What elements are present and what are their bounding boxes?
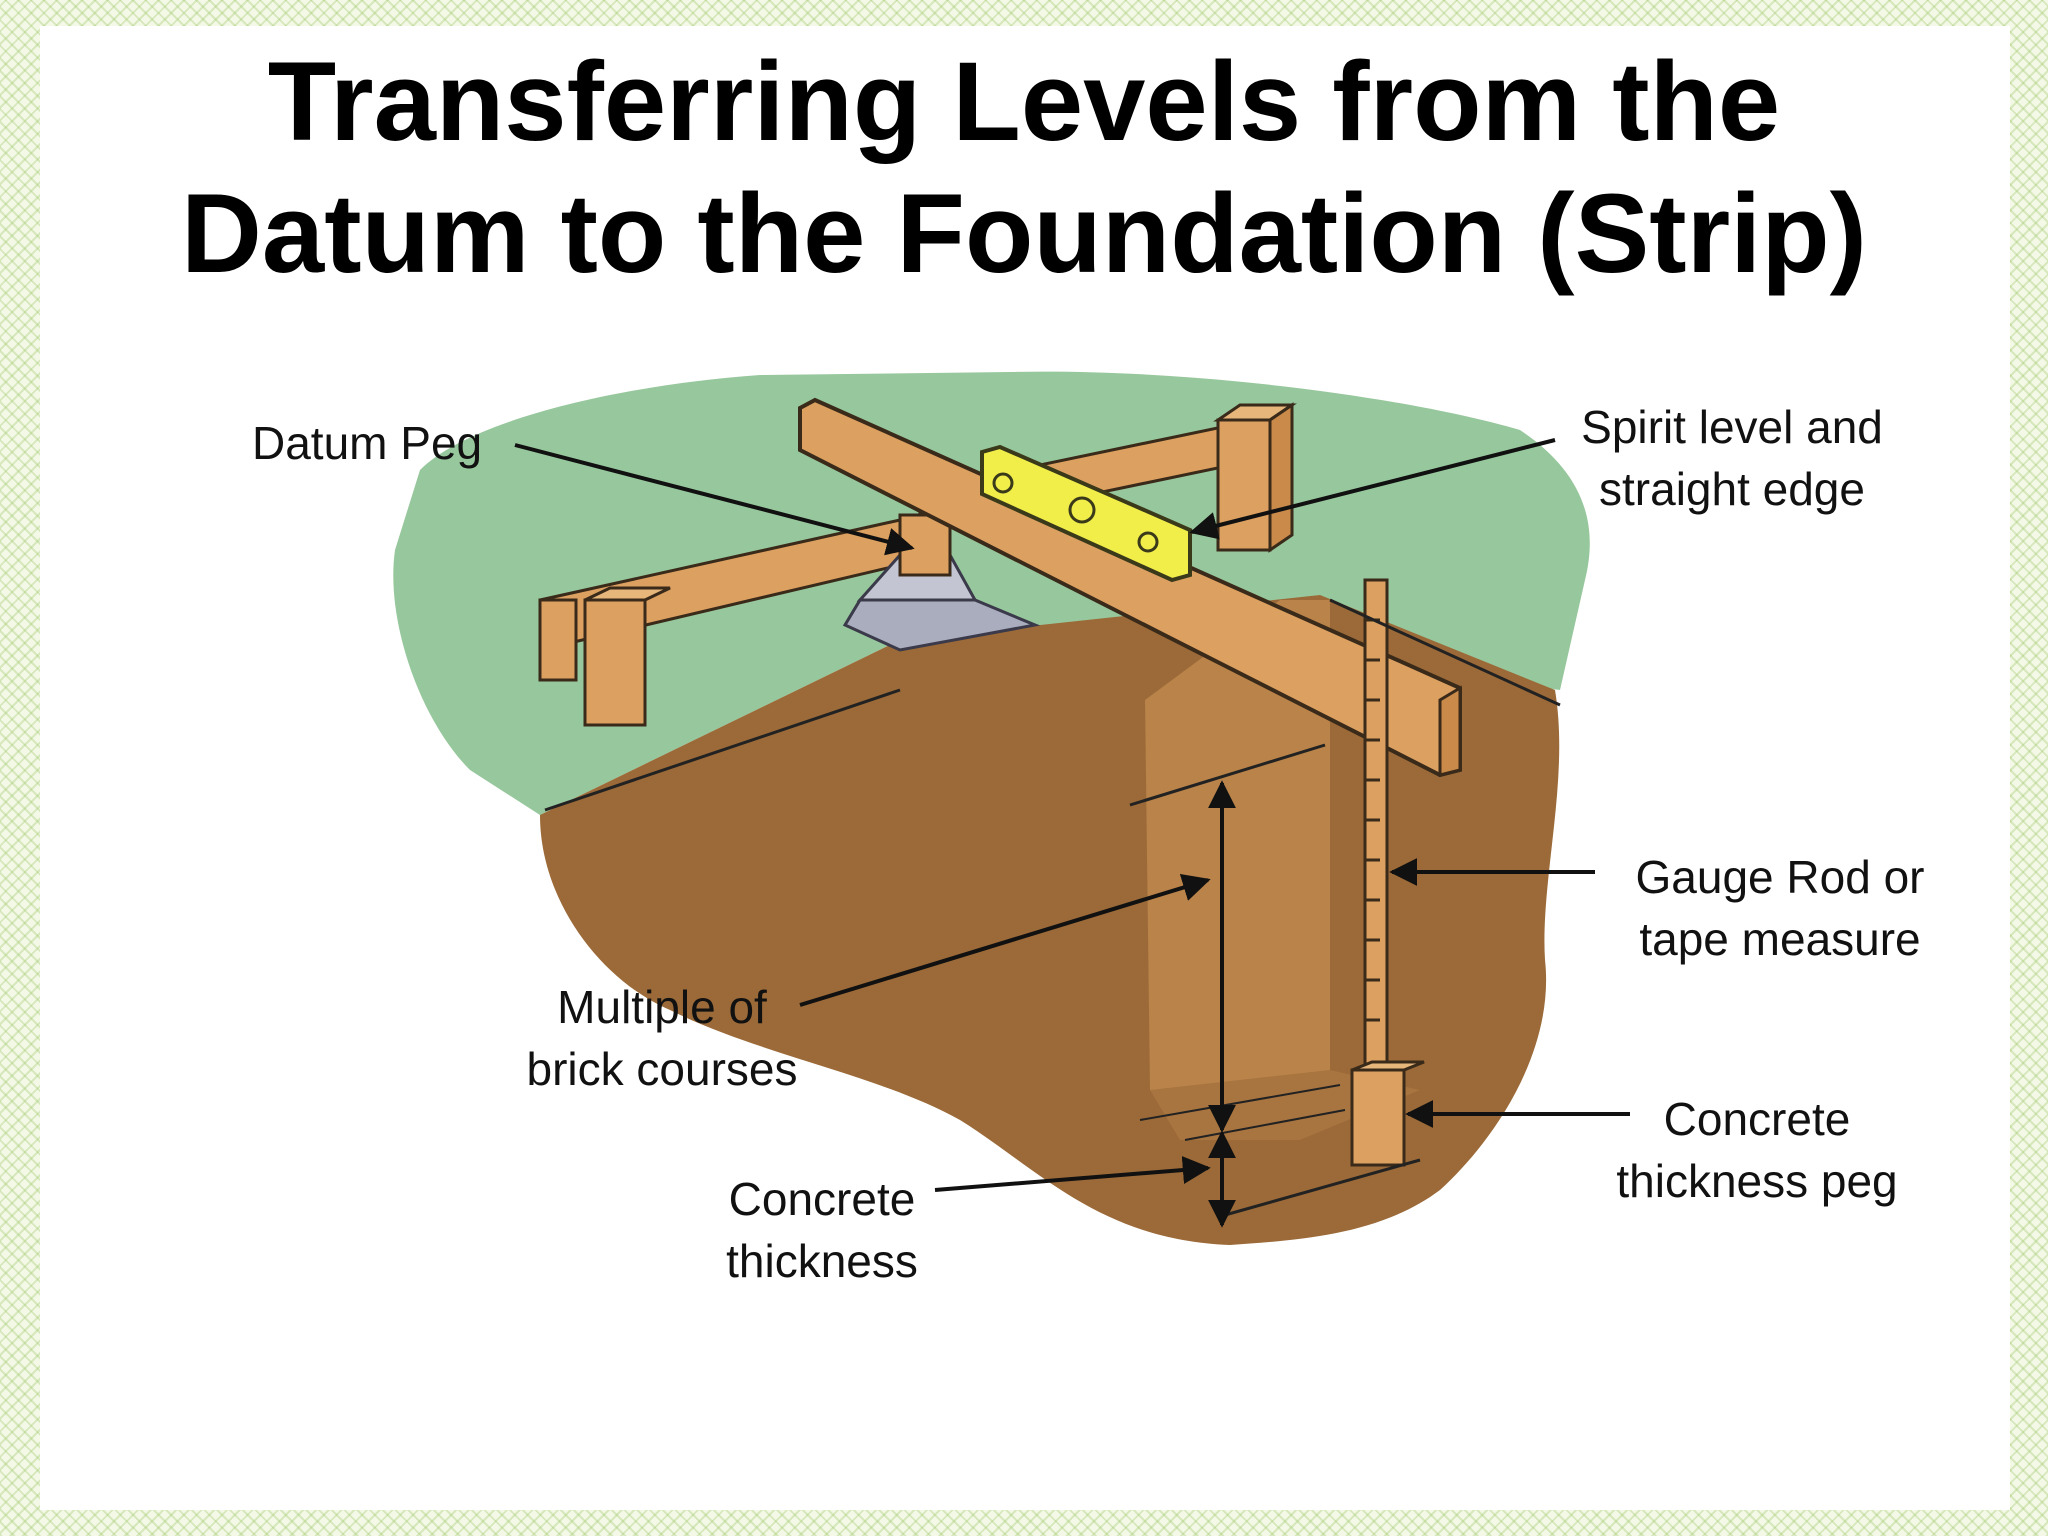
spirit-level-hole-right	[1137, 531, 1159, 553]
left-post-front	[583, 598, 647, 727]
label-concrete-peg: Concrete thickness peg	[1592, 1088, 1922, 1212]
concrete-top-line	[1139, 1084, 1341, 1121]
back-right-post-side	[1268, 402, 1294, 553]
label-spirit-level-line-2: straight edge	[1599, 463, 1865, 515]
soil-edge-line-right	[1329, 598, 1561, 707]
label-concrete-peg-line-2: thickness peg	[1616, 1155, 1898, 1207]
concrete-bottom-line	[1224, 1158, 1421, 1217]
concrete-thickness-peg-top	[1351, 1060, 1425, 1072]
spirit-level	[980, 444, 1192, 583]
label-gauge-rod-line-2: tape measure	[1639, 913, 1921, 965]
label-datum-peg: Datum Peg	[252, 412, 482, 474]
concrete-thickness-peg	[1350, 1068, 1406, 1167]
soil-edge-line	[544, 688, 901, 812]
label-brick-courses: Multiple of brick courses	[502, 976, 822, 1100]
title-line-2: Datum to the Foundation (Strip)	[181, 171, 1867, 296]
label-datum-peg-text: Datum Peg	[252, 417, 483, 469]
label-spirit-level: Spirit level and straight edge	[1562, 396, 1902, 520]
datum-peg-leader	[514, 443, 915, 556]
label-concrete-peg-line-1: Concrete	[1663, 1093, 1851, 1145]
label-gauge-rod-line-1: Gauge Rod or	[1635, 851, 1925, 903]
left-post-back	[538, 598, 578, 682]
spirit-level-leader	[1189, 438, 1556, 540]
concrete-thickness-leader	[934, 1156, 1211, 1192]
gauge-rod	[1363, 578, 1389, 1072]
title-line-1: Transferring Levels from the	[267, 39, 1781, 164]
slide-title: Transferring Levels from the Datum to th…	[0, 36, 2048, 300]
label-brick-courses-line-1: Multiple of	[557, 981, 767, 1033]
label-concrete-thickness-line-2: thickness	[726, 1235, 918, 1287]
spirit-level-bubble	[1068, 496, 1096, 524]
label-concrete-thickness: Concrete thickness	[692, 1168, 952, 1292]
level-reference-line	[1129, 743, 1326, 807]
label-brick-courses-line-2: brick courses	[526, 1043, 798, 1095]
trench-face	[1145, 600, 1330, 1110]
brick-courses-leader	[799, 873, 1211, 1007]
back-right-post	[1216, 418, 1272, 552]
straight-edge-board-side	[1438, 685, 1462, 777]
label-spirit-level-line-1: Spirit level and	[1581, 401, 1883, 453]
label-gauge-rod: Gauge Rod or tape measure	[1600, 846, 1960, 970]
label-concrete-thickness-line-1: Concrete	[728, 1173, 916, 1225]
left-post-front-top	[584, 586, 671, 602]
spirit-level-hole-left	[992, 472, 1014, 494]
